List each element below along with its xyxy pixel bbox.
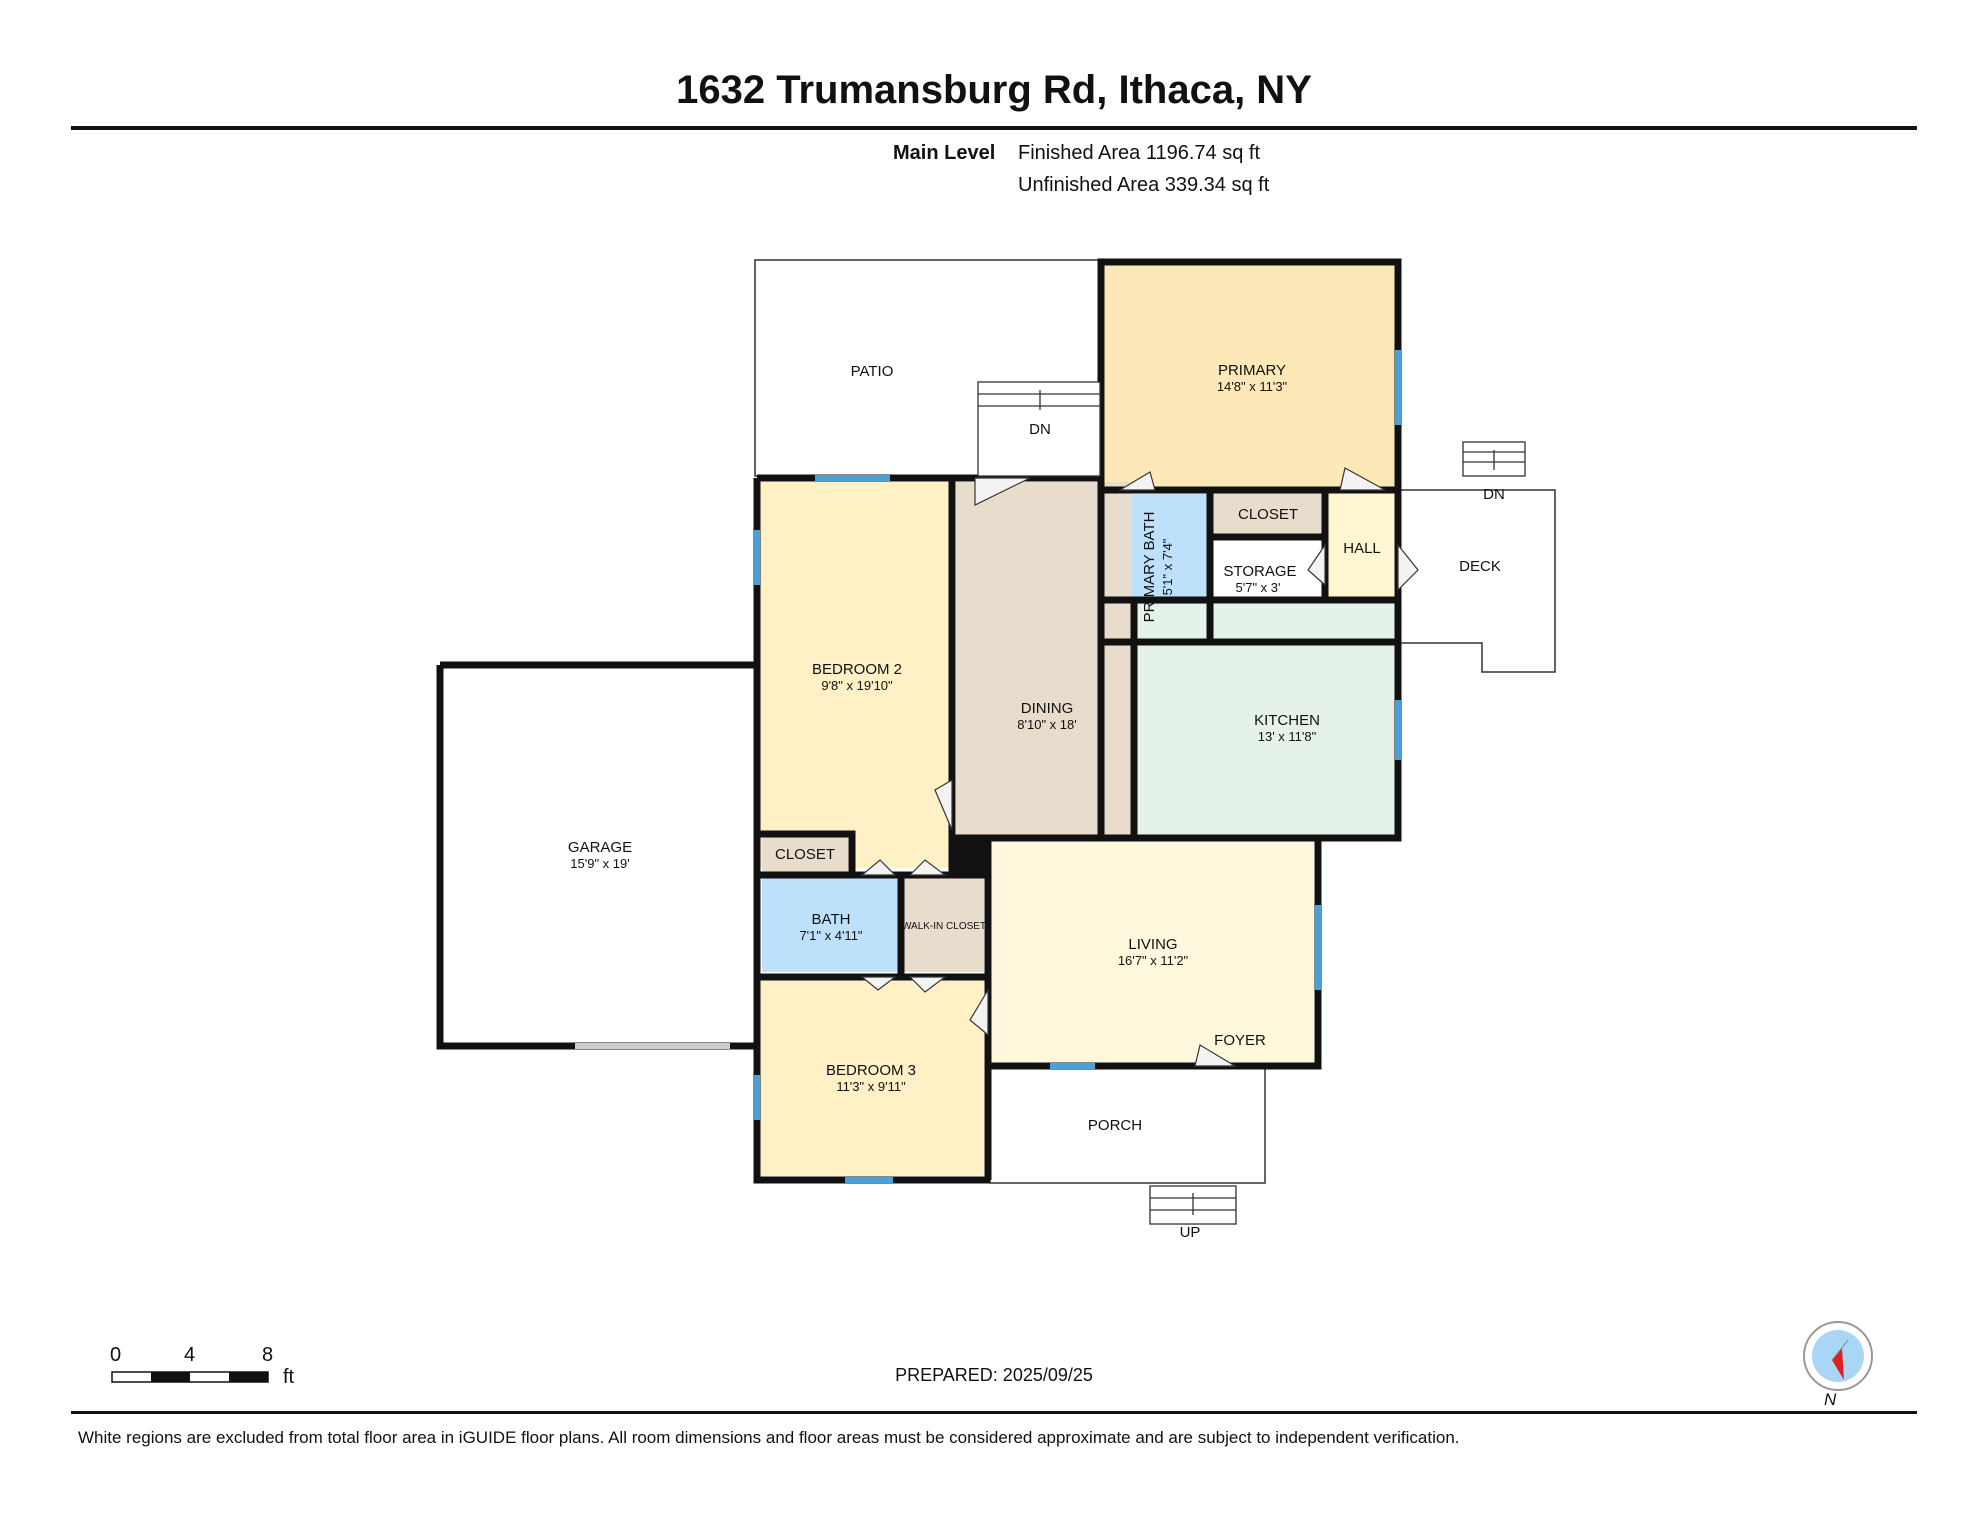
primary-room — [1104, 264, 1396, 490]
garage-room — [442, 668, 754, 1044]
bedroom3-label: BEDROOM 3 — [826, 1062, 916, 1079]
bath-dims: 7'1" x 4'11" — [799, 928, 862, 943]
primary-bath-label: PRIMARY BATH — [1141, 512, 1158, 623]
bedroom2-room — [760, 482, 950, 868]
bedroom3-room — [760, 980, 984, 1176]
hall-door — [1339, 467, 1386, 491]
wall-pillar — [952, 836, 988, 876]
bath-room — [762, 878, 898, 972]
bed3-door-a — [860, 976, 897, 991]
prepared-date: PREPARED: 2025/09/25 — [895, 1365, 1093, 1385]
living-room — [992, 842, 1314, 1062]
bath-label: BATH — [812, 911, 851, 928]
porch-area — [989, 1067, 1266, 1184]
porch-up-label: UP — [1180, 1224, 1201, 1241]
bed3-door-b — [908, 976, 947, 993]
primary-bath-door — [1117, 471, 1156, 491]
dining-room — [956, 482, 1132, 836]
deck-door — [1397, 543, 1419, 592]
closet-primary-label: CLOSET — [1238, 506, 1298, 523]
bedroom2-label: BEDROOM 2 — [812, 661, 902, 678]
hall-room — [1328, 492, 1396, 600]
bedroom3-dims: 11'3" x 9'11" — [836, 1079, 906, 1094]
living-dims: 16'7" x 11'2" — [1118, 953, 1189, 968]
foyer-label: FOYER — [1214, 1032, 1266, 1049]
garage-label: GARAGE — [568, 839, 632, 856]
closet-bed2-label: CLOSET — [775, 846, 835, 863]
dining-dims: 8'10" x 18' — [1017, 717, 1076, 732]
stairs — [977, 381, 1526, 1225]
scale-zero: 0 — [110, 1344, 122, 1366]
bedroom2-dims: 9'8" x 19'10" — [821, 678, 893, 693]
closet-bed2-room — [762, 834, 848, 872]
scale-four: 4 — [184, 1344, 196, 1366]
deck-area — [1399, 489, 1556, 673]
scale-eight: 8 — [262, 1344, 274, 1366]
bed2-door — [934, 778, 953, 831]
porch-label: PORCH — [1088, 1117, 1142, 1134]
closet-primary-room — [1212, 492, 1322, 534]
primary-bath-dims: 5'1" x 7'4" — [1160, 538, 1175, 595]
primary-bath-wall — [1097, 490, 1214, 646]
level-name: Main Level — [893, 142, 996, 164]
storage-door — [1307, 543, 1326, 587]
walkin-room — [904, 878, 984, 972]
disclaimer: White regions are excluded from total fl… — [78, 1428, 1460, 1447]
primary-dims: 14'8" x 11'3" — [1217, 379, 1288, 394]
scale-unit: ft — [283, 1366, 295, 1388]
doors — [860, 467, 1419, 1067]
page-title: 1632 Trumansburg Rd, Ithaca, NY — [676, 68, 1312, 112]
west-wall — [753, 478, 990, 1184]
deck-label: DECK — [1459, 558, 1501, 575]
garage-dims: 15'9" x 19' — [570, 856, 629, 871]
walkin-label: WALK-IN CLOSET — [902, 921, 986, 932]
hall-label: HALL — [1343, 540, 1381, 557]
patio-label: PATIO — [851, 363, 894, 380]
primary-kitchen-outer-wall — [1097, 258, 1402, 646]
walkin-door — [908, 859, 947, 876]
storage-dims: 5'7" x 3' — [1236, 580, 1281, 595]
kitchen-dims: 13' x 11'8" — [1258, 729, 1317, 744]
patio-stairs — [977, 381, 1101, 477]
unfinished-area: Unfinished Area 339.34 sq ft — [1018, 174, 1270, 196]
living-label: LIVING — [1128, 936, 1177, 953]
kitchen-label: KITCHEN — [1254, 712, 1320, 729]
dining-label: DINING — [1021, 700, 1074, 717]
patio-door — [974, 477, 1031, 506]
storage-label: STORAGE — [1223, 563, 1296, 580]
north-label: N — [1824, 1390, 1837, 1409]
header-rule — [71, 126, 1917, 130]
patio-dn-label: DN — [1029, 421, 1051, 438]
finished-area: Finished Area 1196.74 sq ft — [1018, 142, 1261, 164]
storage-room — [1212, 540, 1322, 596]
front-door — [1194, 1044, 1238, 1067]
north-arrow-icon — [1803, 1321, 1873, 1391]
scale-bar — [111, 1371, 269, 1383]
bath-door — [860, 859, 897, 876]
deck-dn-label: DN — [1483, 486, 1505, 503]
footer-rule — [71, 1411, 1917, 1414]
primary-label: PRIMARY — [1218, 362, 1286, 379]
living-bed3-door — [969, 987, 989, 1037]
windows — [754, 350, 1401, 1183]
